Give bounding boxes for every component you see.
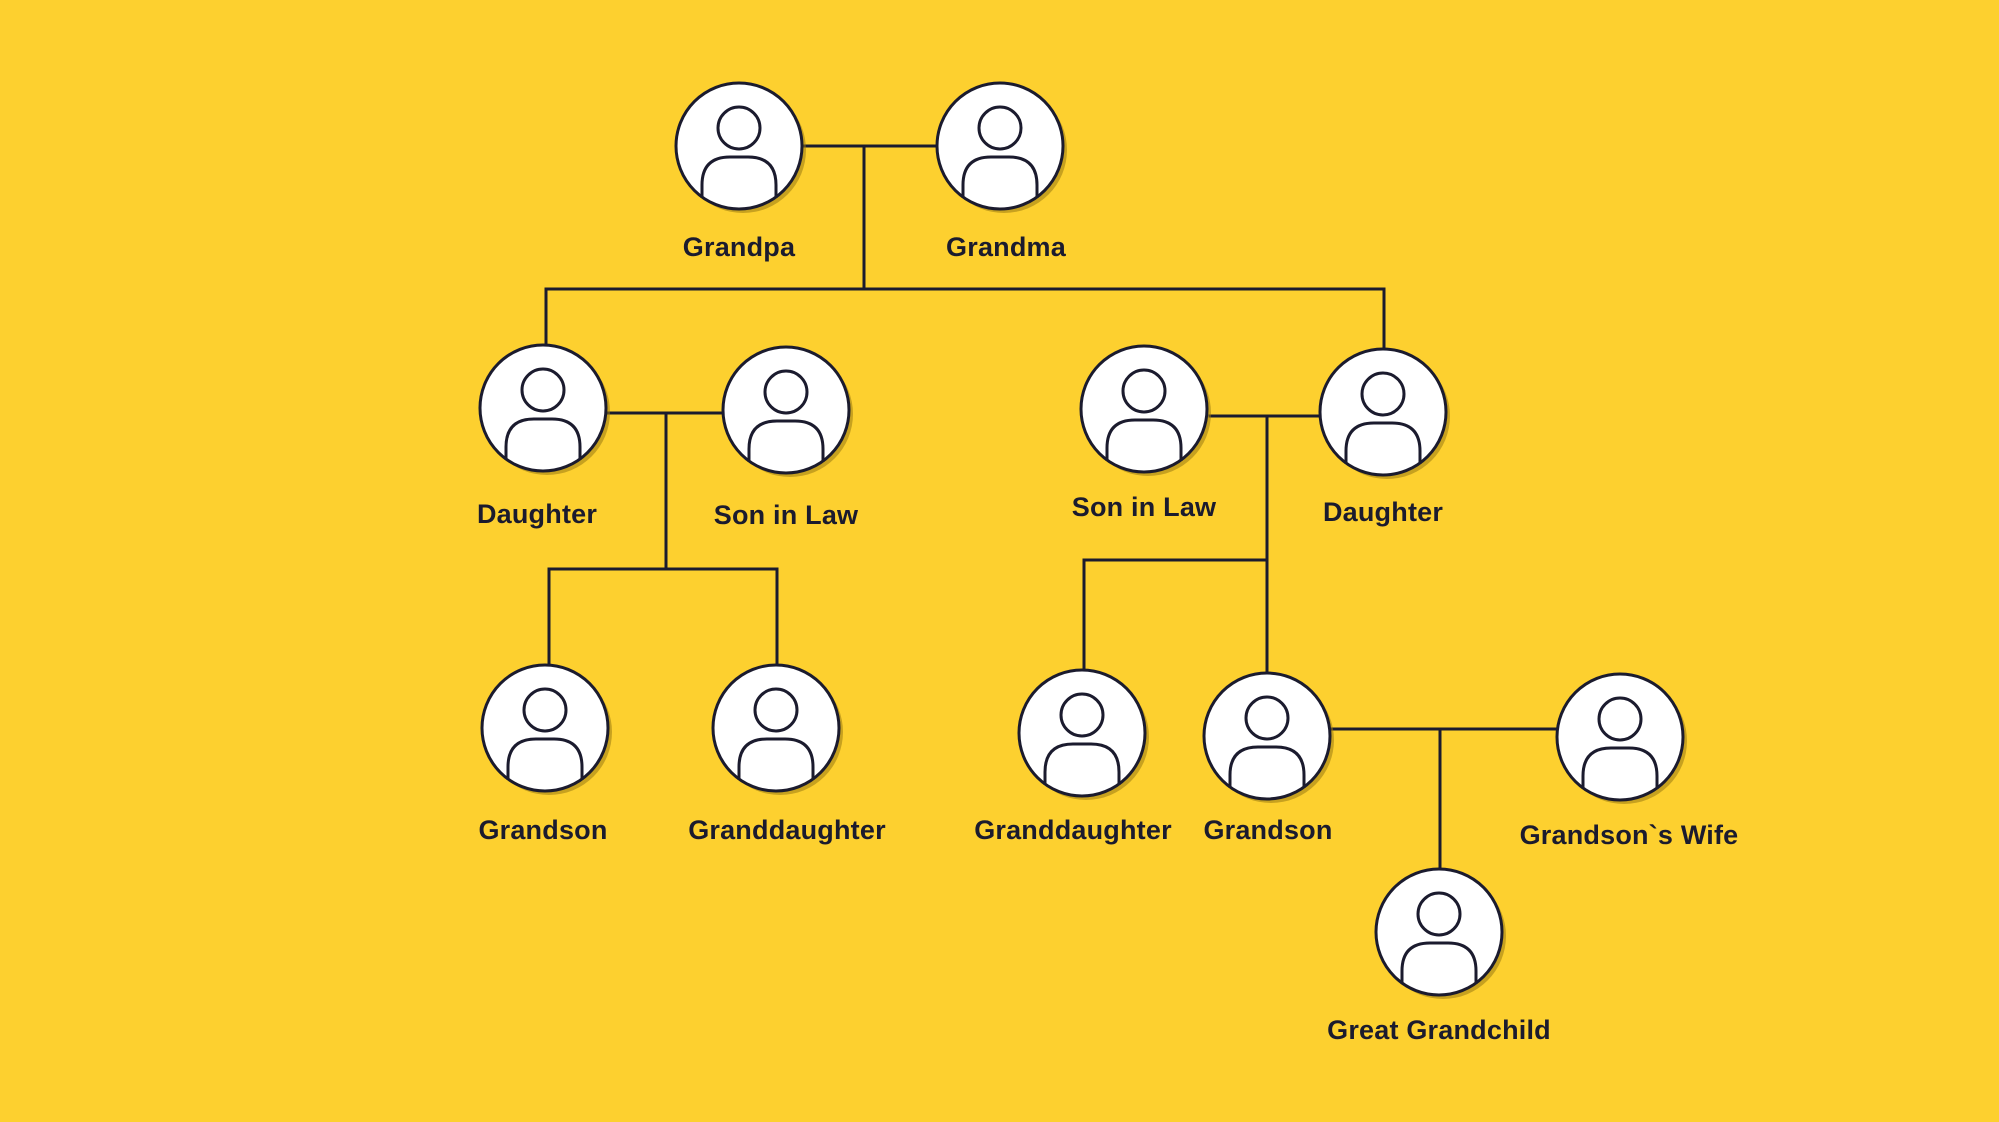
person-icon bbox=[1105, 368, 1183, 461]
label-son-in-law-1: Son in Law bbox=[713, 500, 859, 530]
avatar-son-in-law-2 bbox=[1079, 344, 1211, 476]
label-grandson-1: Grandson bbox=[478, 815, 608, 845]
avatar-son-in-law-1 bbox=[721, 345, 853, 477]
avatar-daughter-2 bbox=[1318, 347, 1450, 479]
avatar-daughter-1 bbox=[478, 343, 610, 475]
avatar-great-grandchild bbox=[1374, 867, 1506, 999]
person-icon bbox=[1581, 696, 1659, 789]
label-daughter-1: Daughter bbox=[476, 499, 598, 529]
avatar-grandson-2 bbox=[1202, 671, 1334, 803]
avatar-grandsons-wife bbox=[1555, 672, 1687, 804]
person-icon bbox=[1043, 692, 1121, 785]
label-granddaughter-2: Granddaughter bbox=[974, 815, 1172, 845]
person-icon bbox=[506, 687, 584, 780]
label-grandma: Grandma bbox=[946, 232, 1066, 262]
avatar-grandma bbox=[935, 81, 1067, 213]
label-granddaughter-1: Granddaughter bbox=[688, 815, 886, 845]
person-icon bbox=[1228, 695, 1306, 788]
avatar-grandson-1 bbox=[480, 663, 612, 795]
person-icon bbox=[504, 367, 582, 460]
avatar-grandpa bbox=[674, 81, 806, 213]
person-icon bbox=[1344, 371, 1422, 464]
person-icon bbox=[737, 687, 815, 780]
avatar-granddaughter-2 bbox=[1017, 668, 1149, 800]
label-daughter-2: Daughter bbox=[1322, 497, 1444, 527]
person-icon bbox=[1400, 891, 1478, 984]
label-son-in-law-2: Son in Law bbox=[1071, 492, 1217, 522]
label-grandson-2: Grandson bbox=[1203, 815, 1333, 845]
person-icon bbox=[961, 105, 1039, 198]
label-grandsons-wife: Grandson`s Wife bbox=[1519, 820, 1739, 850]
label-grandpa: Grandpa bbox=[682, 232, 796, 262]
label-great-grandchild: Great Grandchild bbox=[1327, 1015, 1551, 1045]
avatar-granddaughter-1 bbox=[711, 663, 843, 795]
person-icon bbox=[747, 369, 825, 462]
person-icon bbox=[700, 105, 778, 198]
